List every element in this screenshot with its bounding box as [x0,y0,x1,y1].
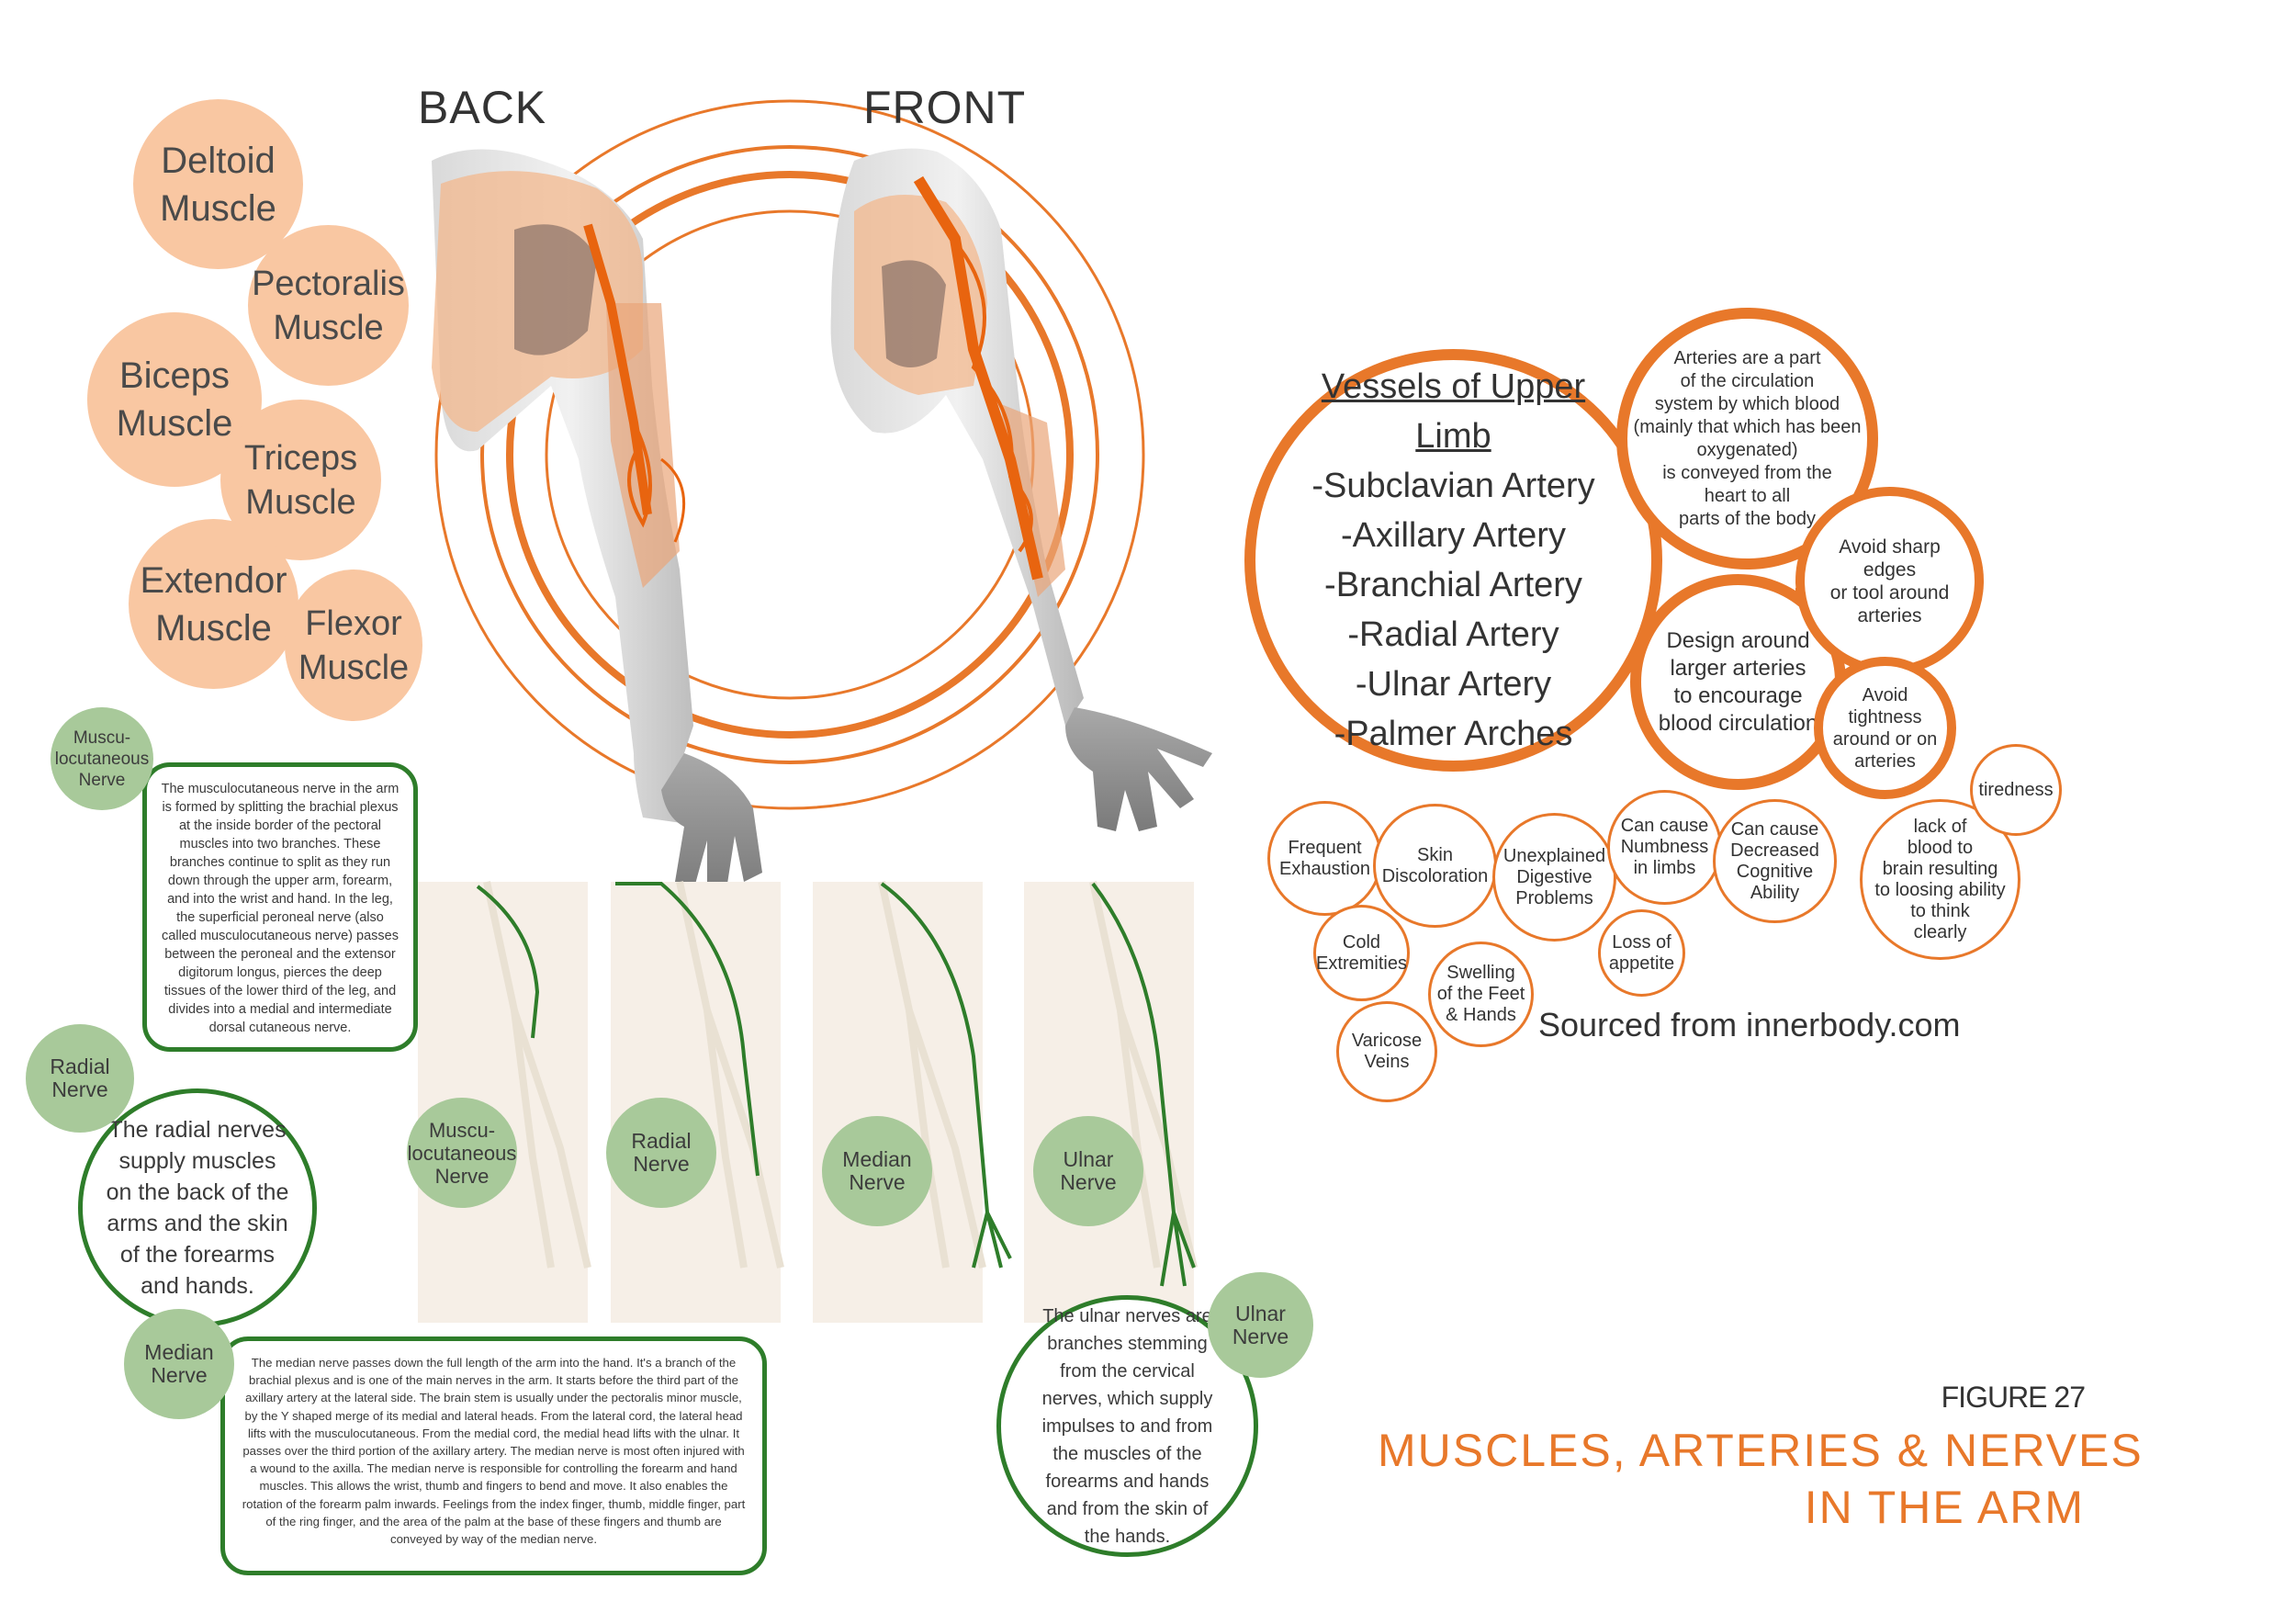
symptom-label: Cold Extremities [1316,931,1407,974]
nerve-label: Ulnar Nerve [1232,1301,1289,1348]
bubble-text: Avoid sharp edges or tool around arterie… [1829,536,1950,626]
symptom-label: Varicose Veins [1351,1031,1423,1072]
muscle-deltoid: Deltoid Muscle [133,99,303,269]
vessel-item: -Subclavian Artery [1311,467,1595,505]
symptom-varicose: Varicose Veins [1336,1001,1437,1102]
symptom-label: Loss of appetite [1608,931,1675,974]
muscle-label: Deltoid Muscle [160,140,276,229]
panel-label-ulnar: Ulnar Nerve [1033,1116,1143,1226]
musculocutaneous-info-box: The musculocutaneous nerve in the arm is… [142,762,418,1052]
back-header: BACK [418,82,547,133]
vessel-item: -Branchial Artery [1324,566,1582,604]
bubble-text: Design around larger arteries to encoura… [1658,627,1818,736]
bubble-text: Avoid tightness around or on arteries [1832,684,1938,772]
figure-title: MUSCLES, ARTERIES & NERVES IN THE ARM [1378,1425,2144,1533]
panel-label-median: Median Nerve [822,1116,932,1226]
nerve-label: Median Nerve [842,1147,912,1194]
symptom-loss-appetite: Loss of appetite [1598,909,1685,997]
muscle-label: Biceps Muscle [116,355,233,444]
muscle-label: Pectoralis Muscle [252,264,405,347]
symptom-label: Can cause Numbness in limbs [1620,816,1709,878]
symptom-label: tiredness [1978,779,2054,800]
vessels-circle: Vessels of Upper Limb -Subclavian Artery… [1244,349,1662,772]
symptom-label: Skin Discoloration [1381,844,1489,886]
source-credit: Sourced from innerbody.com [1538,1006,1961,1043]
front-header: FRONT [863,82,1027,133]
symptom-label: Swelling of the Feet & Hands [1436,963,1525,1025]
symptom-label: Unexplained Digestive Problems [1503,845,1606,908]
symptom-label: Frequent Exhaustion [1279,837,1370,879]
bubble-text: Arteries are a part of the circulation s… [1633,347,1862,529]
symptom-frequent-exhaustion: Frequent Exhaustion [1267,801,1382,916]
symptom-numbness: Can cause Numbness in limbs [1607,790,1722,905]
figure-number: FIGURE 27 [1941,1381,2086,1414]
muscle-label: Flexor Muscle [298,603,410,687]
muscle-flexor: Flexor Muscle [285,570,422,721]
nerve-label: Ulnar Nerve [1060,1147,1117,1194]
nerve-label: Muscu- locutaneous Nerve [407,1118,517,1188]
nerve-label: Median Nerve [144,1340,214,1387]
nerve-description: The radial nerves supply muscles on the … [106,1117,289,1299]
front-arm-illustration [830,148,1212,831]
panel-label-radial: Radial Nerve [606,1098,716,1208]
radial-info-circle: The radial nerves supply muscles on the … [78,1088,317,1327]
vessel-item: -Palmer Arches [1334,715,1573,753]
nerve-label: Radial Nerve [631,1129,692,1176]
back-arm-illustration [432,149,762,896]
nerve-description: The median nerve passes down the full le… [242,1356,746,1547]
artery-tight-bubble: Avoid tightness around or on arteries [1814,657,1956,799]
artery-sharp-bubble: Avoid sharp edges or tool around arterie… [1795,487,1984,675]
symptom-tiredness: tiredness [1970,744,2062,836]
nerve-description: The musculocutaneous nerve in the arm is… [161,782,400,1035]
musculocutaneous-label-bubble: Muscu- locutaneous Nerve [51,707,153,810]
vessel-item: -Radial Artery [1347,615,1559,654]
vessel-item: -Axillary Artery [1341,516,1566,555]
muscle-pectoralis: Pectoralis Muscle [248,225,409,386]
symptom-label: Can cause Decreased Cognitive Ability [1730,818,1819,903]
symptom-cold-extremities: Cold Extremities [1313,905,1410,1001]
nerve-label: Muscu- locutaneous Nerve [54,727,150,790]
symptom-label: lack of blood to brain resulting to loos… [1874,816,2006,942]
symptom-unexplained-digestive: Unexplained Digestive Problems [1492,813,1616,942]
vessels-title: Vessels of Upper Limb [1321,367,1586,456]
median-label-bubble: Median Nerve [124,1309,234,1419]
symptom-cognitive: Can cause Decreased Cognitive Ability [1713,799,1837,923]
muscle-label: Triceps Muscle [243,438,358,522]
ulnar-info-label-bubble: Ulnar Nerve [1208,1272,1313,1378]
radial-label-bubble: Radial Nerve [26,1024,134,1133]
median-info-box: The median nerve passes down the full le… [220,1336,767,1575]
muscle-label: Extendor Muscle [140,559,287,648]
nerve-label: Radial Nerve [50,1054,110,1101]
panel-label-musculocutaneous: Muscu- locutaneous Nerve [407,1098,517,1208]
symptom-skin-discoloration: Skin Discoloration [1373,804,1497,928]
nerve-panels [418,881,1198,1323]
ulnar-info-circle: The ulnar nerves are branches stemming f… [996,1295,1258,1557]
nerve-description: The ulnar nerves are branches stemming f… [1041,1305,1213,1547]
vessel-item: -Ulnar Artery [1355,665,1552,704]
vessels-list: -Subclavian Artery -Axillary Artery -Bra… [1311,461,1594,759]
muscle-extendor: Extendor Muscle [129,519,298,689]
symptom-swelling: Swelling of the Feet & Hands [1428,942,1534,1047]
